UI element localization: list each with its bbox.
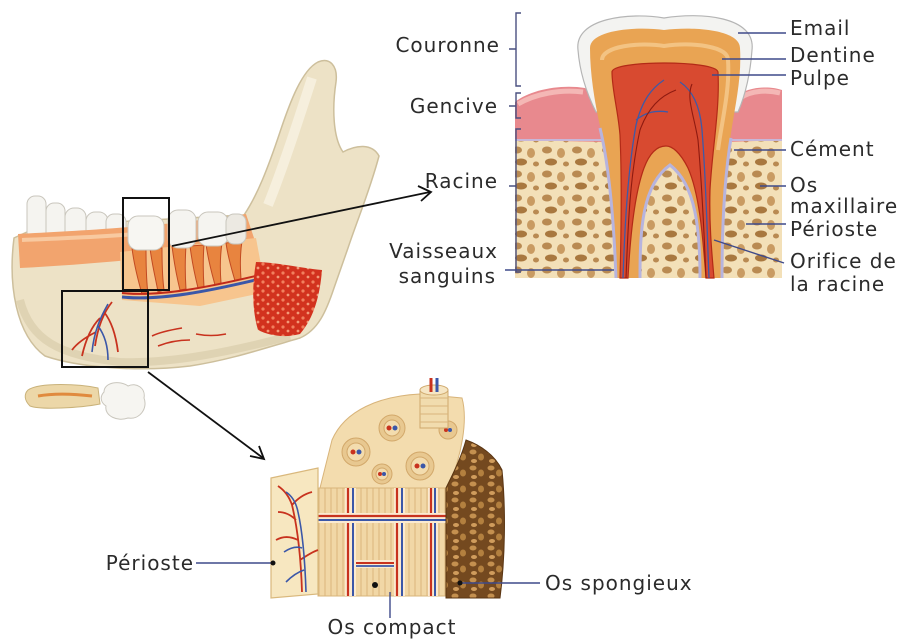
label-pulpe: Pulpe [790, 66, 850, 90]
osteon [406, 452, 434, 480]
label-os-compact: Os compact [327, 615, 456, 639]
label-dentine: Dentine [790, 43, 876, 67]
haversian-canal [394, 488, 405, 596]
leader-dot-spongieux [458, 581, 463, 586]
label-vaisseaux-line1: Vaisseaux [389, 239, 498, 263]
label-orifice-line1: Orifice de [790, 249, 897, 273]
osteon-cylinder [420, 378, 448, 428]
bracket-couronne [509, 13, 521, 86]
osteon [379, 415, 405, 441]
label-orifice-line2: la racine [790, 272, 885, 296]
tooth-molar [226, 214, 246, 244]
label-perioste-tooth: Périoste [790, 217, 878, 241]
label-perioste-bone: Périoste [106, 551, 194, 575]
volkmann-canal [300, 513, 448, 523]
canal-opening [372, 582, 378, 588]
label-racine: Racine [425, 169, 498, 193]
arrow-to-bone-section [148, 372, 263, 458]
label-cement: Cément [790, 137, 875, 161]
haversian-canal [428, 488, 438, 596]
tooth-molar [198, 212, 228, 246]
osteon [372, 464, 392, 484]
label-couronne: Couronne [395, 33, 500, 57]
volkmann-canal [356, 560, 394, 568]
tooth-molar-boxed [128, 216, 164, 250]
loose-tooth-molar [101, 383, 145, 420]
periosteum-slab [271, 468, 318, 598]
osteon [342, 438, 370, 466]
haversian-canal [345, 488, 356, 596]
label-os-maxillaire-line2: maxillaire [790, 194, 898, 218]
label-vaisseaux-line2: sanguins [399, 264, 496, 288]
tooth-cross-section [505, 13, 786, 278]
label-email: Email [790, 16, 851, 40]
label-os-spongieux: Os spongieux [545, 571, 693, 595]
jaw-model [12, 61, 379, 420]
label-gencive: Gencive [410, 94, 498, 118]
bone-cross-section [196, 378, 540, 618]
leader-dot-perioste [271, 561, 276, 566]
